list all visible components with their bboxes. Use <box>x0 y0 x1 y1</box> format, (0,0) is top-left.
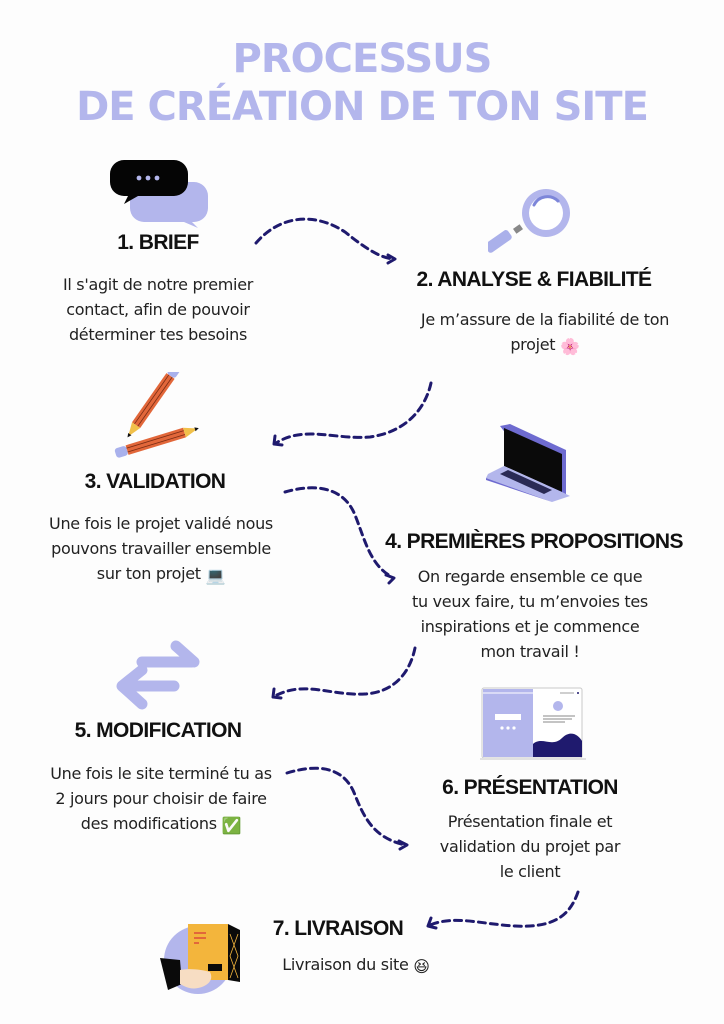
step-4-line: On regarde ensemble ce que <box>417 567 643 586</box>
laptop-icon <box>486 424 581 502</box>
step-5-line: des modifications ✅ <box>36 811 286 838</box>
step-6-heading: 6. PRÉSENTATION <box>442 776 618 799</box>
step-3-description: Une fois le projet validé nous pouvons t… <box>36 511 286 588</box>
step-6-description: Présentation finale et validation du pro… <box>415 809 645 884</box>
step-7-description: Livraison du site 😆 <box>276 952 436 979</box>
step-6-line: le client <box>499 862 561 881</box>
step-2-line: Je m’assure de la fiabilité de ton <box>420 310 670 329</box>
check-mark-emoji-icon: ✅ <box>221 816 242 835</box>
step-5-line-text: des modifications <box>80 814 217 833</box>
step-1-line: déterminer tes besoins <box>68 325 248 344</box>
step-2-description: Je m’assure de la fiabilité de ton proje… <box>405 307 685 359</box>
step-6-line: validation du projet par <box>439 837 621 856</box>
step-7-line-text: Livraison du site <box>282 955 409 974</box>
step-4-line: mon travail ! <box>480 642 580 661</box>
swap-arrows-icon <box>114 640 204 712</box>
step-4-heading: 4. PREMIÈRES PROPOSITIONS <box>385 530 683 553</box>
laughing-face-emoji-icon: 😆 <box>413 957 430 976</box>
cherry-blossom-emoji-icon: 🌸 <box>560 337 580 356</box>
arrow-2-to-3 <box>272 381 433 447</box>
page-title-line-2: DE CRÉATION DE TON SITE <box>76 84 649 130</box>
laptop-emoji-icon: 💻 <box>205 566 226 585</box>
page-title-line-1: PROCESSUS <box>232 36 493 82</box>
step-1-heading: 1. BRIEF <box>117 231 199 254</box>
arrow-4-to-5 <box>271 646 417 700</box>
step-5-description: Une fois le site terminé tu as 2 jours p… <box>36 761 286 838</box>
arrow-1-to-2 <box>254 217 397 265</box>
pencils-icon <box>112 364 202 462</box>
step-4-line: inspirations et je commence <box>420 617 640 636</box>
speech-bubbles-icon <box>106 158 210 228</box>
website-mockup-icon <box>480 686 590 760</box>
arrow-6-to-7 <box>426 890 580 930</box>
step-1-description: Il s'agit de notre premier contact, afin… <box>40 272 276 347</box>
arrow-3-to-4 <box>283 486 396 585</box>
step-2-heading: 2. ANALYSE & FIABILITÉ <box>416 268 653 291</box>
step-5-line: Une fois le site terminé tu as <box>50 764 272 783</box>
step-3-heading: 3. VALIDATION <box>84 470 226 493</box>
step-4-line: tu veux faire, tu m’envoies tes <box>412 592 648 611</box>
step-3-line: Une fois le projet validé nous <box>49 514 273 533</box>
step-5-line: 2 jours pour choisir de faire <box>55 789 267 808</box>
step-7-line: Livraison du site 😆 <box>276 952 436 979</box>
step-2-line-text: projet <box>510 335 556 354</box>
magnifying-glass-icon <box>484 186 580 256</box>
step-5-heading: 5. MODIFICATION <box>74 719 242 742</box>
step-7-heading: 7. LIVRAISON <box>272 917 404 940</box>
package-delivery-icon <box>158 920 242 996</box>
step-3-line: sur ton projet 💻 <box>36 561 286 588</box>
step-6-line: Présentation finale et <box>447 812 613 831</box>
step-3-line: pouvons travailler ensemble <box>51 539 271 558</box>
step-1-line: contact, afin de pouvoir <box>66 300 250 319</box>
step-1-line: Il s'agit de notre premier <box>62 275 254 294</box>
step-3-line-text: sur ton projet <box>96 564 201 583</box>
arrow-5-to-6 <box>285 766 409 851</box>
step-4-description: On regarde ensemble ce que tu veux faire… <box>395 564 665 664</box>
step-2-line: projet 🌸 <box>405 332 685 359</box>
